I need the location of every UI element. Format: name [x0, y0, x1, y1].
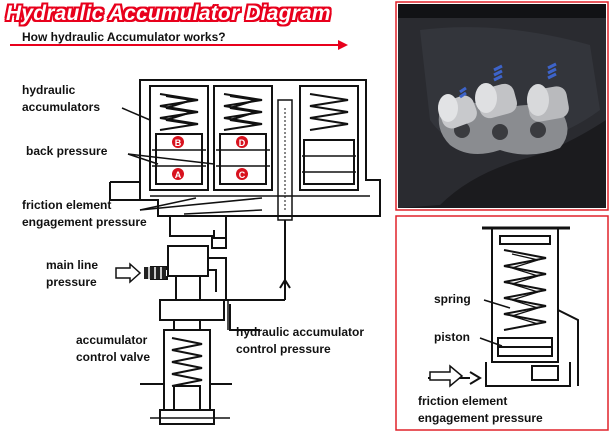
page-subtitle: How hydraulic Accumulator works? [22, 30, 226, 44]
marker-b [172, 136, 184, 148]
friction-element-arrow [429, 364, 464, 388]
label-piston: piston [434, 330, 470, 344]
marker-d [236, 136, 248, 148]
marker-c [236, 168, 248, 180]
control-pressure-arrow [279, 278, 291, 296]
marker-b-label: B [175, 138, 182, 148]
photo-piston-3 [527, 84, 569, 122]
photo-piston-2 [475, 83, 517, 119]
label-friction-element-left: friction element engagement pressure [22, 198, 147, 229]
label-back-pressure: back pressure [26, 144, 108, 158]
subtitle-arrow [10, 40, 348, 50]
chamber-markers: B D A C [172, 136, 248, 180]
leader-lines [121, 107, 511, 347]
photo-frame [395, 1, 609, 211]
main-line-pressure-arrow [115, 262, 166, 284]
photo-piston-1 [438, 94, 477, 129]
detail-frame [395, 215, 609, 431]
marker-a-label: A [175, 170, 182, 180]
accumulator-photo [398, 4, 606, 208]
label-main-line-pressure: main line pressure [46, 258, 99, 289]
label-spring: spring [434, 292, 471, 306]
marker-c-label: C [239, 170, 246, 180]
label-control-pressure: hydraulic accumulator control pressure [236, 325, 365, 356]
main-schematic [109, 79, 381, 425]
label-hydraulic-accumulators: hydraulic accumulators [22, 83, 101, 114]
detail-accumulator [428, 226, 579, 387]
page-title: Hydraulic Accumulator Diagram [6, 2, 331, 25]
marker-a [172, 168, 184, 180]
label-friction-element-right: friction element engagement pressure [418, 394, 543, 425]
marker-d-label: D [239, 138, 246, 148]
photo-springs [459, 62, 557, 99]
label-accumulator-control-valve: accumulator control valve [76, 333, 151, 364]
